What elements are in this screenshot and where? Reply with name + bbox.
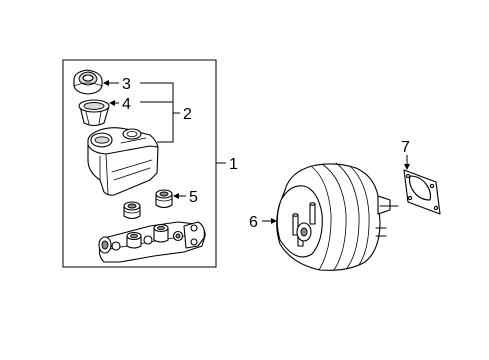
- callout-3: 3: [122, 76, 131, 93]
- callout-7: 7: [401, 139, 410, 156]
- arrow-5: [173, 193, 179, 199]
- arrow-4: [109, 100, 115, 106]
- arrow-3: [103, 80, 109, 86]
- arrow-7: [404, 164, 410, 170]
- leader-2-bracket: [140, 82, 174, 143]
- booster-gasket[interactable]: [403, 169, 441, 215]
- reservoir-grommet-lower[interactable]: [123, 201, 141, 220]
- callout-2: 2: [183, 106, 192, 123]
- reservoir-grommet-upper[interactable]: [155, 189, 173, 209]
- reservoir-cap[interactable]: [73, 69, 103, 95]
- reservoir-strainer[interactable]: [78, 99, 110, 127]
- arrow-6: [271, 218, 277, 224]
- brake-fluid-reservoir[interactable]: [87, 127, 159, 196]
- callout-6: 6: [249, 214, 258, 231]
- callout-1: 1: [229, 156, 238, 173]
- callout-5: 5: [189, 189, 198, 206]
- callout-4: 4: [122, 96, 131, 113]
- master-cylinder-body[interactable]: [98, 221, 206, 263]
- brake-booster[interactable]: [276, 162, 399, 271]
